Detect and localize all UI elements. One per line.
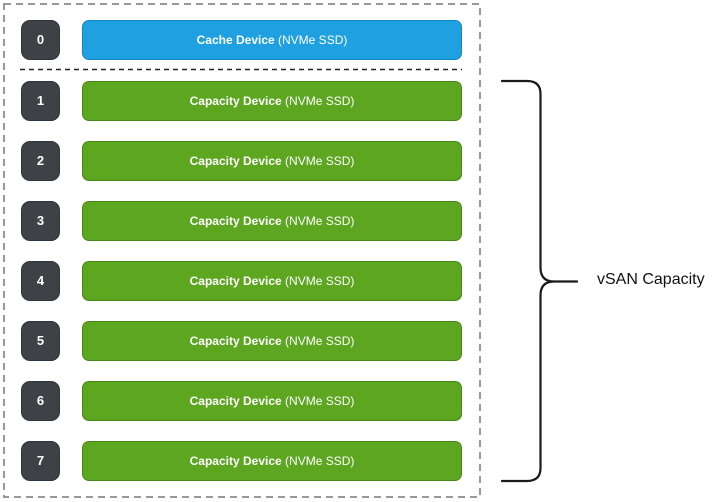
vsan-capacity-label: vSAN Capacity xyxy=(597,271,705,288)
device-medium-label: (NVMe SSD) xyxy=(285,214,355,228)
device-name-label: Capacity Device xyxy=(189,154,282,168)
device-name-label: Capacity Device xyxy=(189,94,282,108)
capacity-device-bar: Capacity Device (NVMe SSD) xyxy=(82,141,462,181)
device-name-label: Capacity Device xyxy=(189,274,282,288)
device-index-badge: 0 xyxy=(21,20,60,60)
capacity-device-bar: Capacity Device (NVMe SSD) xyxy=(82,81,462,121)
capacity-device-bar: Capacity Device (NVMe SSD) xyxy=(82,381,462,421)
device-medium-label: (NVMe SSD) xyxy=(285,454,355,468)
device-index-badge: 4 xyxy=(21,261,60,301)
capacity-device-bar: Capacity Device (NVMe SSD) xyxy=(82,441,462,481)
device-name-label: Capacity Device xyxy=(189,334,282,348)
device-medium-label: (NVMe SSD) xyxy=(285,94,355,108)
device-medium-label: (NVMe SSD) xyxy=(285,394,355,408)
device-medium-label: (NVMe SSD) xyxy=(285,154,355,168)
device-index-badge: 2 xyxy=(21,141,60,181)
device-name-label: Capacity Device xyxy=(189,394,282,408)
device-name-label: Capacity Device xyxy=(189,214,282,228)
device-name-label: Cache Device xyxy=(196,33,275,47)
vsan-capacity-brace xyxy=(500,79,556,483)
device-index-badge: 7 xyxy=(21,441,60,481)
device-medium-label: (NVMe SSD) xyxy=(285,334,355,348)
device-index-badge: 5 xyxy=(21,321,60,361)
device-index-badge: 3 xyxy=(21,201,60,241)
device-name-label: Capacity Device xyxy=(189,454,282,468)
capacity-device-bar: Capacity Device (NVMe SSD) xyxy=(82,201,462,241)
device-medium-label: (NVMe SSD) xyxy=(285,274,355,288)
cache-device-bar: Cache Device (NVMe SSD) xyxy=(82,20,462,60)
device-medium-label: (NVMe SSD) xyxy=(278,33,348,47)
disk-group-container xyxy=(3,3,481,498)
capacity-device-bar: Capacity Device (NVMe SSD) xyxy=(82,321,462,361)
device-index-badge: 1 xyxy=(21,81,60,121)
device-index-badge: 6 xyxy=(21,381,60,421)
capacity-device-bar: Capacity Device (NVMe SSD) xyxy=(82,261,462,301)
